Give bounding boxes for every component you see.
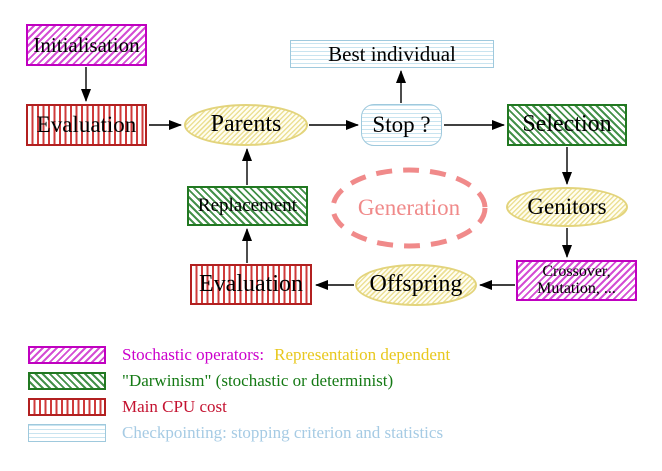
legend-text-stochastic: Stochastic operators: xyxy=(122,345,265,364)
legend-swatch-stochastic-operators xyxy=(28,346,106,364)
legend-text-representation: Representation dependent xyxy=(274,345,451,364)
node-stop-label: Stop ? xyxy=(372,111,431,137)
legend-item-cpu-cost: Main CPU cost xyxy=(122,396,227,418)
node-selection-label: Selection xyxy=(522,111,612,138)
node-initialisation-label: Initialisation xyxy=(33,32,140,57)
node-evaluation-top: Evaluation xyxy=(26,104,147,146)
node-offspring-label: Offspring xyxy=(369,271,463,298)
node-best-individual-label: Best individual xyxy=(328,41,456,66)
legend-text-darwinism: "Darwinism" (stochastic or determinist) xyxy=(122,371,394,390)
node-parents: Parents xyxy=(184,104,308,146)
node-stop: Stop ? xyxy=(361,104,442,146)
legend-swatch-checkpointing xyxy=(28,424,106,442)
node-crossover-line1: Crossover, xyxy=(542,262,611,280)
legend-swatch-cpu-cost xyxy=(28,398,106,416)
node-replacement: Replacement xyxy=(187,186,308,226)
node-genitors-label: Genitors xyxy=(527,193,607,219)
node-selection: Selection xyxy=(507,104,627,146)
generation-label: Generation xyxy=(357,195,461,220)
node-best-individual: Best individual xyxy=(290,40,494,68)
legend-text-cpu-cost: Main CPU cost xyxy=(122,397,227,416)
node-parents-label: Parents xyxy=(210,111,282,138)
legend-text-checkpointing: Checkpointing: stopping criterion and st… xyxy=(122,423,444,442)
node-evaluation-bottom: Evaluation xyxy=(190,264,312,305)
node-replacement-label: Replacement xyxy=(197,195,298,217)
node-evaluation-bottom-label: Evaluation xyxy=(199,270,303,297)
legend-item-checkpointing: Checkpointing: stopping criterion and st… xyxy=(122,422,443,444)
node-offspring: Offspring xyxy=(355,264,477,306)
legend-item-darwinism: "Darwinism" (stochastic or determinist) xyxy=(122,370,393,392)
node-crossover-line2: Mutation, ... xyxy=(537,279,616,297)
node-crossover-mutation: Crossover, Mutation, ... xyxy=(516,260,637,301)
node-evaluation-top-label: Evaluation xyxy=(36,111,137,137)
node-initialisation: Initialisation xyxy=(26,24,147,66)
node-genitors: Genitors xyxy=(506,187,628,227)
legend-swatch-darwinism xyxy=(28,372,106,390)
legend-item-stochastic-operators: Stochastic operators: Representation dep… xyxy=(122,344,450,366)
